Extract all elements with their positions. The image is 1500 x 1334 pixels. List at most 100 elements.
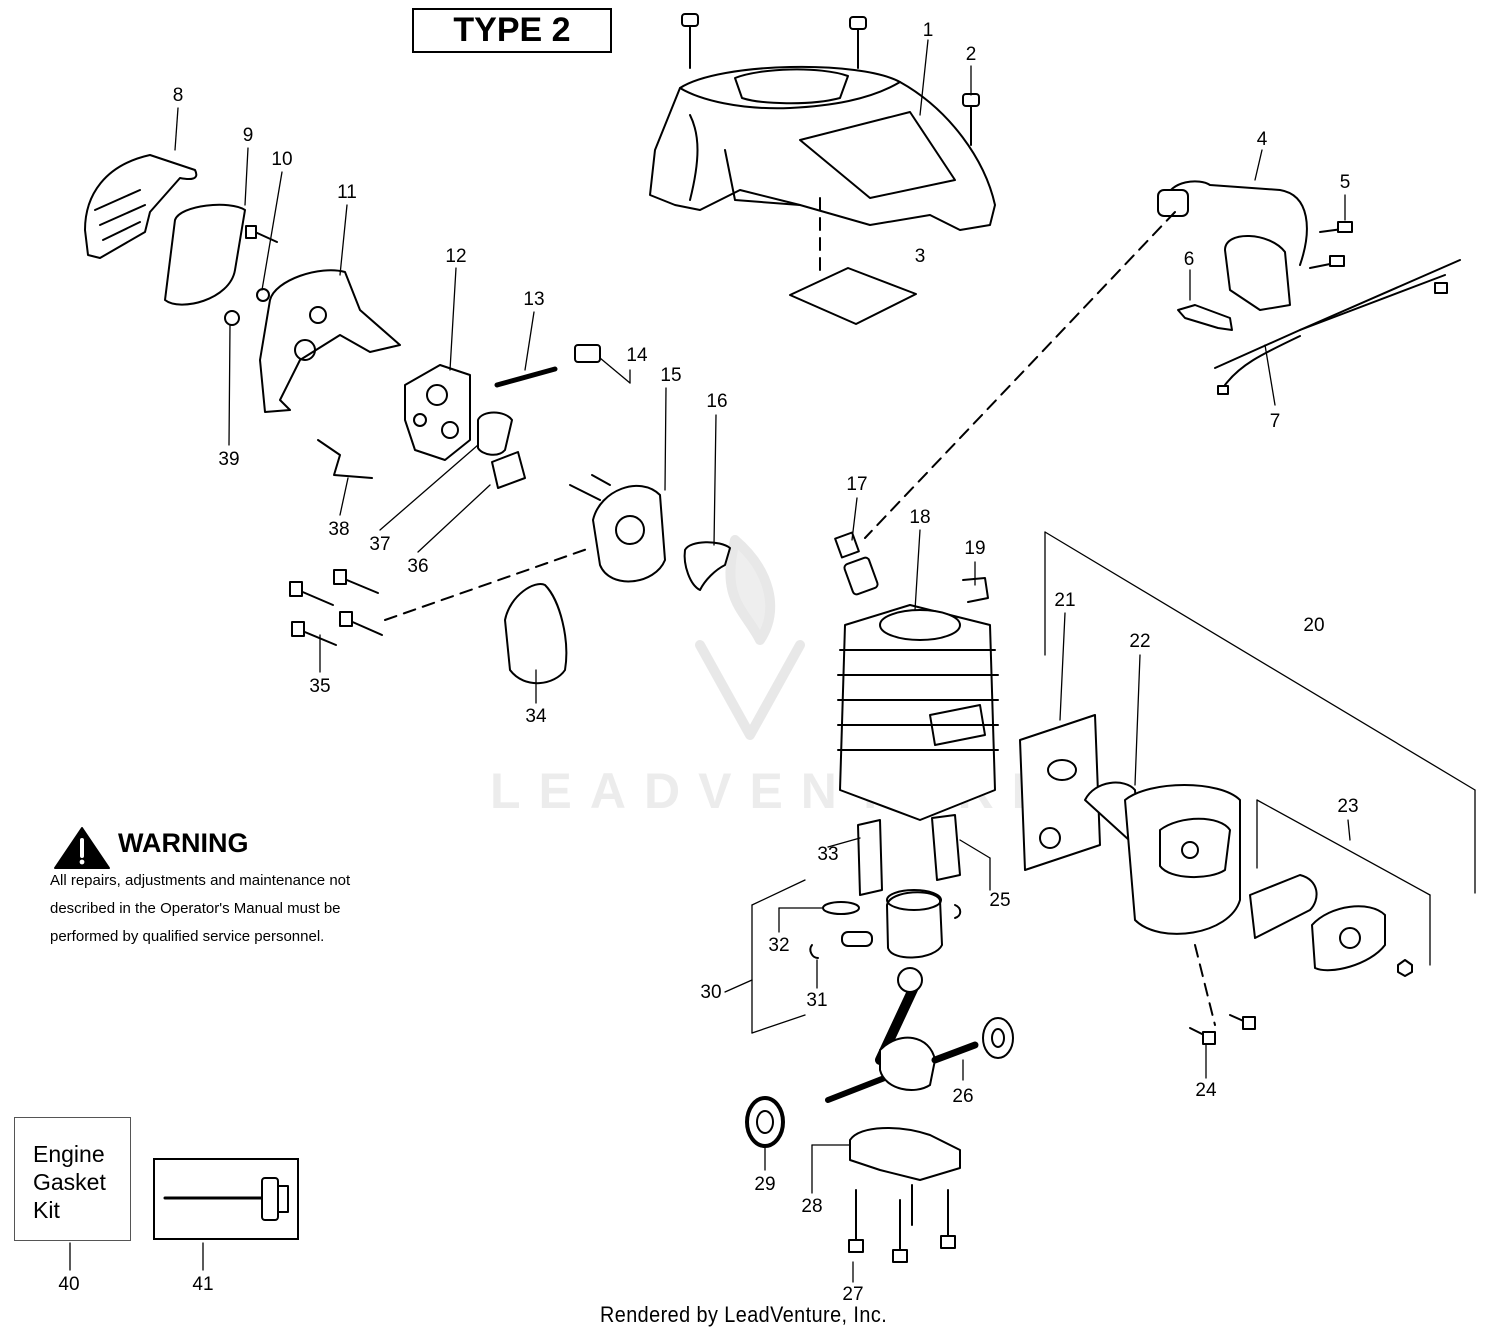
callout-21: 21 <box>1054 590 1076 611</box>
gasket-part-25 <box>931 814 961 881</box>
crankshaft-part-26 <box>825 967 1014 1103</box>
muffler-part-22 <box>1084 781 1241 935</box>
air-filter-part-9 <box>164 203 246 306</box>
callout-13: 13 <box>523 289 545 310</box>
wire-harness-part-7 <box>1214 259 1461 395</box>
warning-line: described in the Operator's Manual must … <box>50 900 341 917</box>
callout-15: 15 <box>660 365 682 386</box>
callout-40: 40 <box>58 1274 80 1295</box>
ignition-module-part-4 <box>1157 180 1353 311</box>
clip-part-19 <box>962 577 989 603</box>
callout-14: 14 <box>626 345 648 366</box>
deflector-hole <box>1339 927 1361 949</box>
rod-part-13 <box>494 366 558 388</box>
leader-lines <box>69 39 1476 1283</box>
warning-title: WARNING <box>118 828 249 858</box>
gasket-part-33 <box>857 819 883 896</box>
gasket-part-36 <box>491 451 526 489</box>
gasket-part-34 <box>504 583 568 685</box>
type-label: TYPE 2 <box>412 8 612 53</box>
callout-39: 39 <box>218 449 240 470</box>
callout-23: 23 <box>1337 796 1359 817</box>
ring-part-32 <box>822 901 860 915</box>
wire-clip-part-38 <box>317 439 373 479</box>
tool-box <box>153 1158 299 1240</box>
fitting-part-14 <box>574 344 601 363</box>
callout-35: 35 <box>309 676 331 697</box>
callout-20: 20 <box>1303 615 1325 636</box>
gasket-port <box>1047 759 1077 781</box>
callout-34: 34 <box>525 706 547 727</box>
kit-line: Kit <box>33 1197 60 1223</box>
bolts-part-35 <box>289 569 383 646</box>
callout-8: 8 <box>172 85 184 106</box>
footer-credit: Rendered by LeadVenture, Inc. <box>600 1302 888 1327</box>
bracket-part-6 <box>1177 304 1233 331</box>
callout-26: 26 <box>952 1086 974 1107</box>
warning-triangle-icon <box>54 827 110 869</box>
nut <box>1397 959 1413 977</box>
filter-housing-part-11 <box>259 269 401 413</box>
muffler-gasket-part-21 <box>1019 714 1101 871</box>
callout-16: 16 <box>706 391 728 412</box>
gasket-part-16 <box>683 541 731 591</box>
callout-33: 33 <box>817 844 839 865</box>
callout-7: 7 <box>1269 411 1281 432</box>
piston <box>886 889 943 959</box>
callout-11: 11 <box>337 182 357 203</box>
crankcase-part-28 <box>849 1127 961 1181</box>
warning-line: All repairs, adjustments and maintenance… <box>50 872 351 889</box>
warning-notice: WARNING All repairs, adjustments and mai… <box>50 828 430 951</box>
callout-10: 10 <box>271 149 293 170</box>
callout-29: 29 <box>754 1174 776 1195</box>
callout-4: 4 <box>1256 129 1268 150</box>
callout-27: 27 <box>842 1284 864 1305</box>
callout-28: 28 <box>801 1196 823 1217</box>
kit-line: Engine <box>33 1141 105 1167</box>
gasket-hole <box>1039 827 1061 849</box>
top-cover-part-1 <box>649 65 996 231</box>
sleeve-part-37 <box>477 411 513 456</box>
callout-3: 3 <box>914 246 926 267</box>
callout-1: 1 <box>922 20 934 41</box>
spark-plug-lead-dash-line <box>864 211 1176 539</box>
watermark-logo <box>695 535 805 740</box>
screw-part-10 <box>224 225 278 326</box>
bearing-part-29 <box>745 1096 785 1148</box>
callout-41: 41 <box>192 1274 214 1295</box>
callout-30: 30 <box>700 982 722 1003</box>
warning-line: performed by qualified service personnel… <box>50 928 325 945</box>
callout-37: 37 <box>369 534 391 555</box>
spark-plug-part-17 <box>834 531 879 596</box>
callout-24: 24 <box>1195 1080 1217 1101</box>
piston-pin <box>841 931 873 947</box>
callout-12: 12 <box>445 246 467 267</box>
bolt-dash-line <box>384 547 591 621</box>
callout-38: 38 <box>328 519 350 540</box>
pad-part-3 <box>789 267 917 325</box>
callout-32: 32 <box>768 935 790 956</box>
bolts-part-27 <box>848 1184 956 1263</box>
circlip-part-31 <box>809 944 819 959</box>
callout-25: 25 <box>989 890 1011 911</box>
callout-31: 31 <box>806 990 828 1011</box>
callout-6: 6 <box>1183 249 1195 270</box>
deflector-part-23 <box>1311 905 1386 972</box>
cylinder-part-18 <box>837 604 999 821</box>
callout-17: 17 <box>846 474 868 495</box>
bolts-part-24 <box>1189 1014 1256 1045</box>
circlip <box>954 904 962 919</box>
callout-9: 9 <box>242 125 254 146</box>
carburetor-part-12 <box>404 364 471 461</box>
callout-19: 19 <box>964 538 986 559</box>
scrench-tool-icon <box>163 1177 289 1221</box>
callout-2: 2 <box>965 44 977 65</box>
screen-part-23 <box>1249 874 1318 939</box>
cover-ribs <box>94 189 146 241</box>
muffler-dash-line <box>1194 944 1216 1026</box>
callout-18: 18 <box>909 507 931 528</box>
intake-adapter-part-15 <box>569 474 666 583</box>
callout-22: 22 <box>1129 631 1151 652</box>
